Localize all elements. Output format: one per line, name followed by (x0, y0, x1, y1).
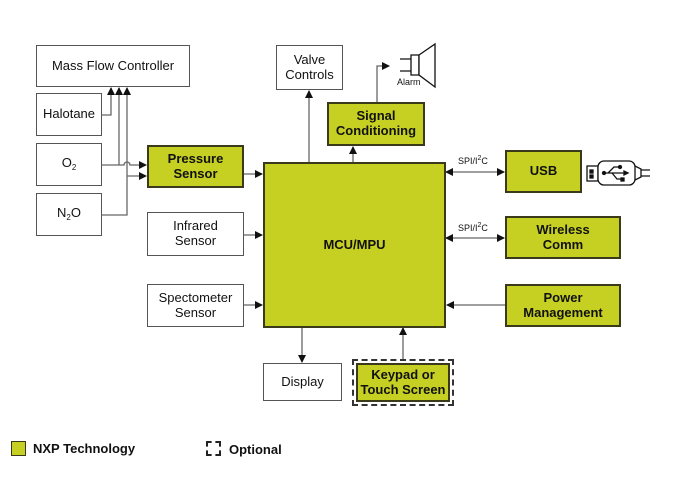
mcu-mpu-block[interactable]: MCU/MPU (263, 162, 446, 328)
halotane-to-mfc-line (102, 87, 115, 116)
n2o-text: O (70, 205, 81, 221)
n2o-subscript: 2 (66, 213, 71, 223)
o2-subscript: 2 (71, 163, 77, 173)
label-line: Pressure (167, 150, 224, 166)
bus-label-text: C (481, 156, 488, 166)
usb-bus-label: SPI/I2C (458, 155, 488, 166)
bus-label-sup: 2 (477, 222, 482, 229)
block-label: MCU/MPU (323, 236, 386, 252)
bus-label-sup: 2 (477, 155, 482, 162)
halotane-block[interactable]: Halotane (36, 93, 102, 136)
label-line: Conditioning (335, 123, 417, 138)
n2o-text: N (57, 205, 67, 221)
mass-flow-controller-block[interactable]: Mass Flow Controller (36, 45, 190, 87)
optional-outline (352, 359, 454, 406)
block-label: Display (281, 373, 324, 389)
legend-optional-label: Optional (229, 442, 282, 457)
label-line: Sensor (173, 165, 218, 181)
label-line: Comm (542, 236, 584, 252)
block-label: O2 (61, 155, 77, 173)
display-block[interactable]: Display (263, 363, 342, 401)
label-line: Wireless (536, 221, 590, 237)
bus-label-text: SPI/I (458, 156, 478, 166)
bus-label-text: C (481, 223, 488, 233)
alarm-label: Alarm (397, 77, 421, 87)
block-label: USB (529, 163, 558, 179)
o2-block[interactable]: O2 (36, 143, 102, 186)
label-line: Sensor (174, 304, 217, 320)
block-label: Halotane (42, 106, 96, 122)
n2o-to-mfc-line (102, 87, 131, 216)
alarm-speaker-icon (400, 42, 436, 89)
usb-block[interactable]: USB (505, 150, 582, 193)
label-line: Keypad or (371, 366, 435, 382)
bus-label-text: SPI/I (458, 223, 478, 233)
label-line: Power (543, 289, 583, 305)
label-line: Touch Screen (360, 381, 446, 397)
signal-to-alarm-line (376, 62, 390, 102)
label-line: Valve (293, 51, 326, 67)
o2-to-pressure-line (102, 161, 147, 169)
label-line: Infrared (173, 218, 218, 234)
n2o-block[interactable]: N2O (36, 193, 102, 236)
label-line: Signal (356, 108, 396, 124)
usb-plug-icon (586, 160, 650, 186)
block-label: N2O (57, 205, 81, 223)
legend-optional-swatch (206, 441, 221, 456)
label-line: Spectometer (158, 289, 233, 305)
label-line: Controls (285, 66, 334, 82)
legend-nxp-swatch (11, 441, 26, 456)
wireless-bus-label: SPI/I2C (458, 222, 488, 233)
label-line: Management (523, 304, 603, 320)
block-label: Mass Flow Controller (51, 57, 175, 73)
label-line: Sensor (174, 233, 217, 248)
legend-nxp-label: NXP Technology (33, 441, 136, 456)
o2-text: O (61, 155, 72, 171)
